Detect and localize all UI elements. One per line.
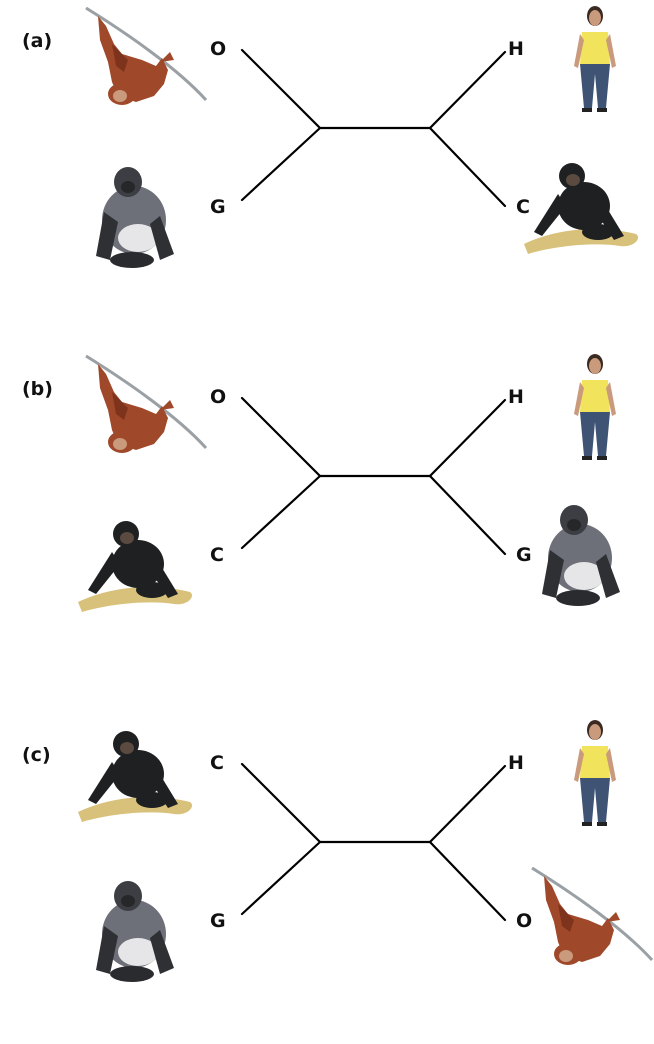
branch-bottom-left: [240, 840, 322, 916]
leaf-label-top-left: O: [210, 386, 227, 408]
tree-branches: [240, 762, 507, 922]
leaf-label-top-right: H: [508, 38, 524, 60]
branch-top-right: [428, 398, 507, 478]
leaf-label-bottom-right: C: [516, 196, 530, 218]
phylogenetic-trees-figure: (a) O G H C: [0, 0, 654, 982]
chimpanzee-icon: [78, 508, 208, 622]
tree-panel-b: (b) O C H G: [0, 348, 654, 678]
panel-label: (c): [22, 744, 51, 766]
tree-branches: [240, 396, 507, 556]
branch-top-left: [240, 48, 322, 130]
leaf-label-bottom-right: O: [516, 910, 533, 932]
branch-top-left: [240, 396, 322, 478]
leaf-label-bottom-left: C: [210, 544, 224, 566]
orangutan-icon: [524, 864, 654, 978]
panel-label: (b): [22, 378, 53, 400]
human-icon: [530, 4, 654, 118]
branch-top-right: [428, 50, 507, 130]
gorilla-icon: [524, 498, 654, 612]
tree-panel-a: (a) O G H C: [0, 0, 654, 330]
branch-bottom-right: [428, 126, 507, 208]
orangutan-icon: [78, 4, 208, 118]
human-icon: [530, 718, 654, 832]
gorilla-icon: [78, 160, 208, 274]
leaf-label-top-left: C: [210, 752, 224, 774]
leaf-label-bottom-left: G: [210, 196, 226, 218]
panel-label: (a): [22, 30, 53, 52]
leaf-label-bottom-right: G: [516, 544, 532, 566]
branch-top-right: [428, 764, 507, 844]
leaf-label-top-right: H: [508, 386, 524, 408]
leaf-label-bottom-left: G: [210, 910, 226, 932]
branch-top-left: [240, 762, 322, 844]
tree-panel-c: (c) C G H O: [0, 714, 654, 1044]
chimpanzee-icon: [524, 150, 654, 264]
branch-bottom-left: [240, 474, 322, 550]
chimpanzee-icon: [78, 718, 208, 832]
orangutan-icon: [78, 352, 208, 466]
human-icon: [530, 352, 654, 466]
branch-bottom-right: [428, 840, 507, 922]
gorilla-icon: [78, 874, 208, 988]
branch-bottom-right: [428, 474, 507, 556]
tree-branches: [240, 48, 507, 208]
leaf-label-top-left: O: [210, 38, 227, 60]
branch-bottom-left: [240, 126, 322, 202]
leaf-label-top-right: H: [508, 752, 524, 774]
